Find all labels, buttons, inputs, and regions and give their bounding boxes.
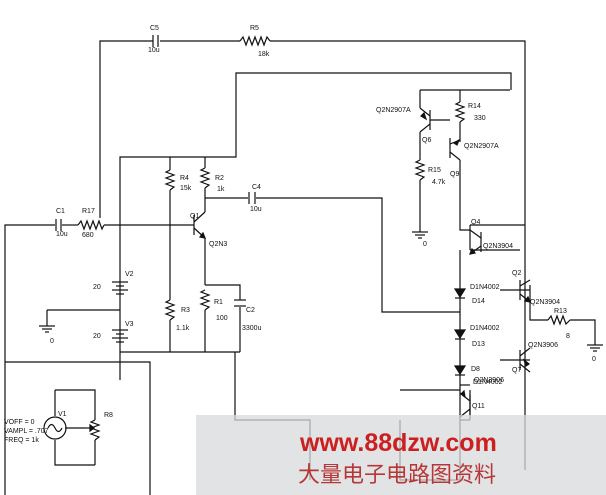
v2-ref: V2 xyxy=(125,271,134,278)
diode-d14 xyxy=(453,288,467,299)
c4-value: 10u xyxy=(250,206,262,213)
resistor-r14 xyxy=(454,101,466,123)
r3-ref: R3 xyxy=(181,307,190,314)
r14-value: 330 xyxy=(474,115,486,122)
c4-ref: C4 xyxy=(252,184,261,191)
watermark-band xyxy=(196,415,606,495)
resistor-r13 xyxy=(547,314,571,326)
resistor-r3 xyxy=(164,299,176,321)
transistor-q2 xyxy=(519,279,531,303)
c1-ref: C1 xyxy=(56,208,65,215)
q7-ref: Q7 xyxy=(512,367,521,374)
resistor-r15 xyxy=(414,159,426,181)
diode-d13 xyxy=(453,329,467,340)
resistor-r1 xyxy=(199,289,211,311)
d13-value: D1N4002 xyxy=(470,325,500,332)
d14-value: D1N4002 xyxy=(470,284,500,291)
potentiometer-r8 xyxy=(85,419,101,441)
q1-value: Q2N3 xyxy=(209,241,227,248)
transistor-q1 xyxy=(193,211,206,239)
battery-v2 xyxy=(112,281,128,295)
r4-ref: R4 xyxy=(180,175,189,182)
v1-param-freq: FREQ = 1k xyxy=(4,437,39,444)
r2-ref: R2 xyxy=(215,175,224,182)
capacitor-c2 xyxy=(234,299,246,307)
ground-symbol-left xyxy=(39,325,55,333)
q4-value: Q2N3904 xyxy=(483,243,513,250)
watermark-url: www.88dzw.com xyxy=(299,429,497,457)
v3-value: 20 xyxy=(93,333,101,340)
c5-value: 10u xyxy=(148,47,160,54)
resistor-r2 xyxy=(199,167,211,189)
resistor-r5 xyxy=(239,35,271,47)
c1-value: 10u xyxy=(56,231,68,238)
r13-ref: R13 xyxy=(554,308,567,315)
capacitor-c4 xyxy=(248,192,256,204)
c2-ref: C2 xyxy=(246,307,255,314)
r1-value: 100 xyxy=(216,315,228,322)
q2-value: Q2N3904 xyxy=(530,299,560,306)
ac-source-v1 xyxy=(43,416,67,440)
q6-ref: Q6 xyxy=(422,137,431,144)
q9-value: Q2N2907A xyxy=(464,143,499,150)
r5-ref: R5 xyxy=(250,25,259,32)
r13-value: 8 xyxy=(566,333,570,340)
d8-value: D1N4002 xyxy=(473,379,503,386)
d14-ref: D14 xyxy=(472,298,485,305)
r3-value: 1.1k xyxy=(176,325,190,332)
q4-ref: Q4 xyxy=(471,219,480,226)
v1-param-voff: VOFF = 0 xyxy=(4,419,35,426)
transistor-q7 xyxy=(519,347,531,373)
ground-symbol-mid xyxy=(412,231,428,239)
q6-value: Q2N2907A xyxy=(376,107,411,114)
q7-value: Q2N3906 xyxy=(528,342,558,349)
ground-symbol-right xyxy=(587,344,603,352)
r5-value: 18k xyxy=(258,51,270,58)
q11-value: Q2N3906 xyxy=(474,377,504,384)
capacitor-c1 xyxy=(55,219,62,231)
r15-value: 4.7k xyxy=(432,179,446,186)
q1-ref: Q1 xyxy=(190,213,199,220)
c2-value: 3300u xyxy=(242,325,262,332)
v1-param-vampl: VAMPL = .707 xyxy=(4,428,49,435)
r17-ref: R17 xyxy=(82,208,95,215)
diode-d8 xyxy=(453,365,467,376)
r17-value: 680 xyxy=(82,232,94,239)
v3-ref: V3 xyxy=(125,321,134,328)
r14-ref: R14 xyxy=(468,103,481,110)
ground-label-left: 0 xyxy=(50,338,54,345)
r8-ref: R8 xyxy=(104,412,113,419)
q9-ref: Q9 xyxy=(450,171,459,178)
capacitor-c5 xyxy=(152,35,159,47)
r2-value: 1k xyxy=(217,186,225,193)
resistor-r4 xyxy=(164,169,176,191)
r4-value: 15k xyxy=(180,185,192,192)
v1-ref: V1 xyxy=(58,411,67,418)
r15-ref: R15 xyxy=(428,167,441,174)
q11-ref: Q11 xyxy=(472,403,485,410)
transistor-q4 xyxy=(469,229,482,255)
r1-ref: R1 xyxy=(214,299,223,306)
watermark-text: 大量电子电路图资料 xyxy=(298,463,496,488)
resistor-r17 xyxy=(77,219,105,231)
d13-ref: D13 xyxy=(472,341,485,348)
battery-v3 xyxy=(112,329,128,343)
v2-value: 20 xyxy=(93,284,101,291)
transistor-q6 xyxy=(419,107,431,133)
q2-ref: Q2 xyxy=(512,270,521,277)
wires xyxy=(4,40,596,495)
ground-label-mid: 0 xyxy=(423,241,427,248)
ground-label-right: 0 xyxy=(592,356,596,363)
transistor-q9 xyxy=(449,138,461,161)
c5-ref: C5 xyxy=(150,25,159,32)
d8-ref: D8 xyxy=(471,366,480,373)
